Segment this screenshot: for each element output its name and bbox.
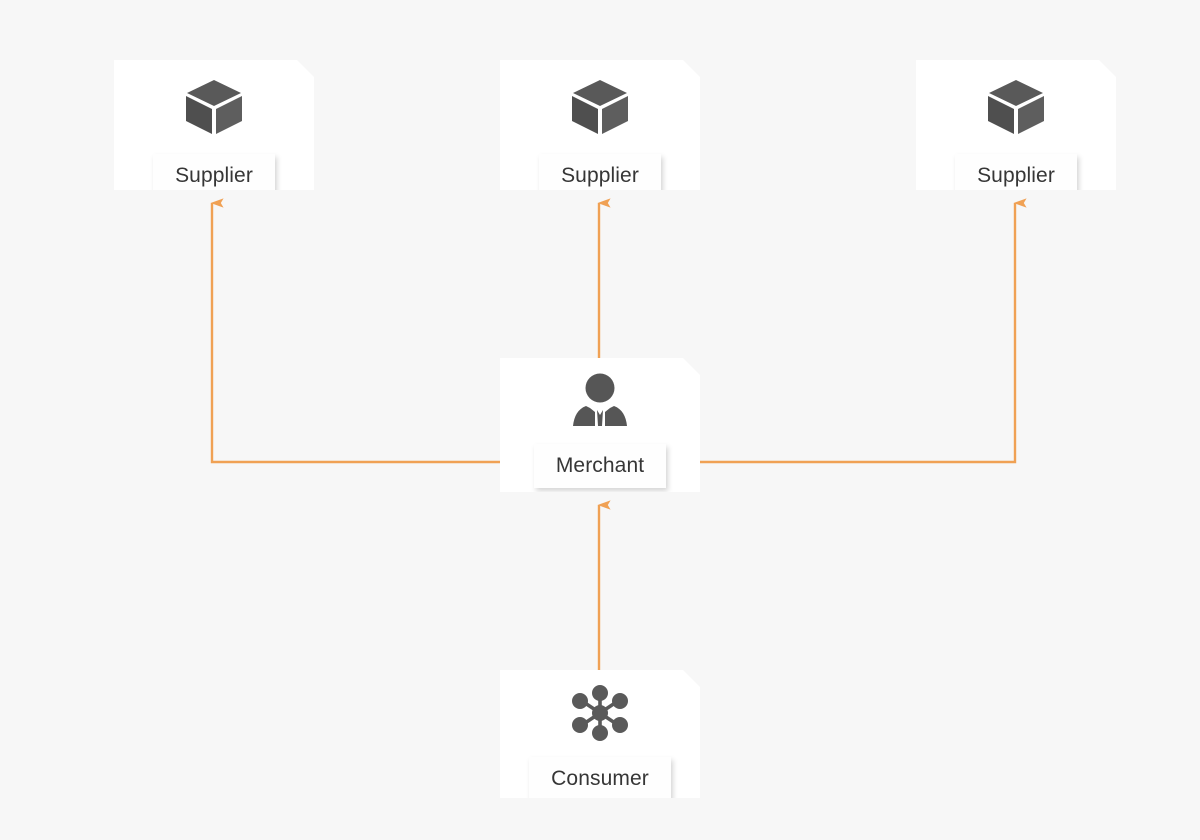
node-supplier-2[interactable]: Supplier [500, 60, 700, 190]
cube-icon [570, 78, 630, 141]
node-label: Supplier [153, 154, 275, 198]
node-merchant[interactable]: Merchant [500, 358, 700, 492]
node-label: Supplier [539, 154, 661, 198]
edge-merchant-supplier-1 [210, 198, 500, 464]
node-supplier-1[interactable]: Supplier [114, 60, 314, 190]
node-supplier-3[interactable]: Supplier [916, 60, 1116, 190]
cube-icon [184, 78, 244, 141]
node-consumer[interactable]: Consumer [500, 670, 700, 798]
cube-icon [986, 78, 1046, 141]
network-cluster-icon [567, 684, 633, 747]
node-label: Supplier [955, 154, 1077, 198]
node-label: Merchant [534, 444, 666, 488]
person-suit-icon [569, 372, 631, 433]
edge-merchant-supplier-3 [700, 198, 1027, 464]
node-label: Consumer [529, 757, 671, 801]
